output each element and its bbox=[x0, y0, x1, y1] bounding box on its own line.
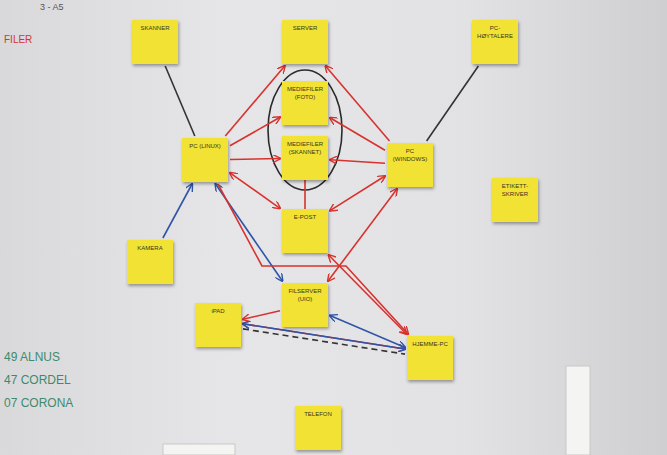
note-text: PC-HØYTALERE bbox=[475, 25, 515, 40]
note-text: HJEMME-PC bbox=[410, 341, 450, 349]
connector-arrow bbox=[163, 184, 192, 238]
note-text: FILSERVER (UIO) bbox=[285, 288, 325, 303]
sticky-note: iPAD bbox=[195, 303, 241, 347]
connector-arrow bbox=[243, 324, 405, 349]
connector-arrow bbox=[329, 255, 407, 334]
sticky-note: MEDIEFILER (FOTO) bbox=[282, 81, 328, 125]
group-circle bbox=[268, 70, 342, 190]
sticky-note: HJEMME-PC bbox=[407, 336, 453, 380]
sticky-note: PC-HØYTALERE bbox=[472, 20, 518, 64]
connector-arrow bbox=[230, 159, 280, 160]
connector-arrow bbox=[218, 184, 408, 334]
connector-arrow bbox=[330, 160, 385, 164]
connector-arrow bbox=[427, 66, 479, 141]
connector-arrow bbox=[243, 324, 405, 349]
connector-arrow bbox=[330, 118, 385, 150]
margin-note: 3 - A5 bbox=[40, 2, 64, 12]
note-text: SERVER bbox=[285, 25, 325, 33]
note-text: MEDIEFILER (SKANNET) bbox=[285, 141, 325, 156]
connector-arrow bbox=[243, 329, 405, 354]
margin-note: 49 ALNUS bbox=[4, 350, 60, 364]
connector-arrow bbox=[330, 176, 385, 211]
note-text: KAMERA bbox=[130, 245, 170, 253]
connector-arrow bbox=[230, 117, 280, 146]
connector-arrow bbox=[326, 66, 390, 141]
board-fixture bbox=[566, 366, 590, 455]
sticky-note: E-POST bbox=[282, 209, 328, 253]
connector-arrow bbox=[165, 66, 195, 136]
sticky-note: PC (WINDOWS) bbox=[387, 143, 433, 187]
note-text: iPAD bbox=[198, 308, 238, 316]
connector-arrow bbox=[328, 189, 397, 281]
note-text: PC (WINDOWS) bbox=[390, 148, 430, 163]
board-fixture bbox=[163, 444, 235, 455]
sticky-note: SERVER bbox=[282, 20, 328, 64]
margin-note: FILER bbox=[4, 34, 32, 45]
sticky-note: TELEFON bbox=[295, 406, 341, 450]
note-text: SKANNER bbox=[135, 25, 175, 33]
note-text: TELEFON bbox=[298, 411, 338, 419]
connector-arrow bbox=[243, 311, 280, 320]
sticky-note: SKANNER bbox=[132, 20, 178, 64]
note-text: ETIKETT-SKRIVER bbox=[495, 183, 535, 198]
sticky-note: FILSERVER (UIO) bbox=[282, 283, 328, 327]
connector-arrow bbox=[230, 173, 280, 209]
margin-note: 47 CORDEL bbox=[4, 373, 71, 387]
sticky-note: ETIKETT-SKRIVER bbox=[492, 178, 538, 222]
sticky-note: PC (LINUX) bbox=[182, 138, 228, 182]
sticky-note: KAMERA bbox=[127, 240, 173, 284]
connector-arrow bbox=[225, 66, 284, 136]
note-text: PC (LINUX) bbox=[185, 143, 225, 151]
note-text: E-POST bbox=[285, 214, 325, 222]
note-text: MEDIEFILER (FOTO) bbox=[285, 86, 325, 101]
margin-note: 07 CORONA bbox=[4, 396, 73, 410]
sticky-note: MEDIEFILER (SKANNET) bbox=[282, 136, 328, 180]
